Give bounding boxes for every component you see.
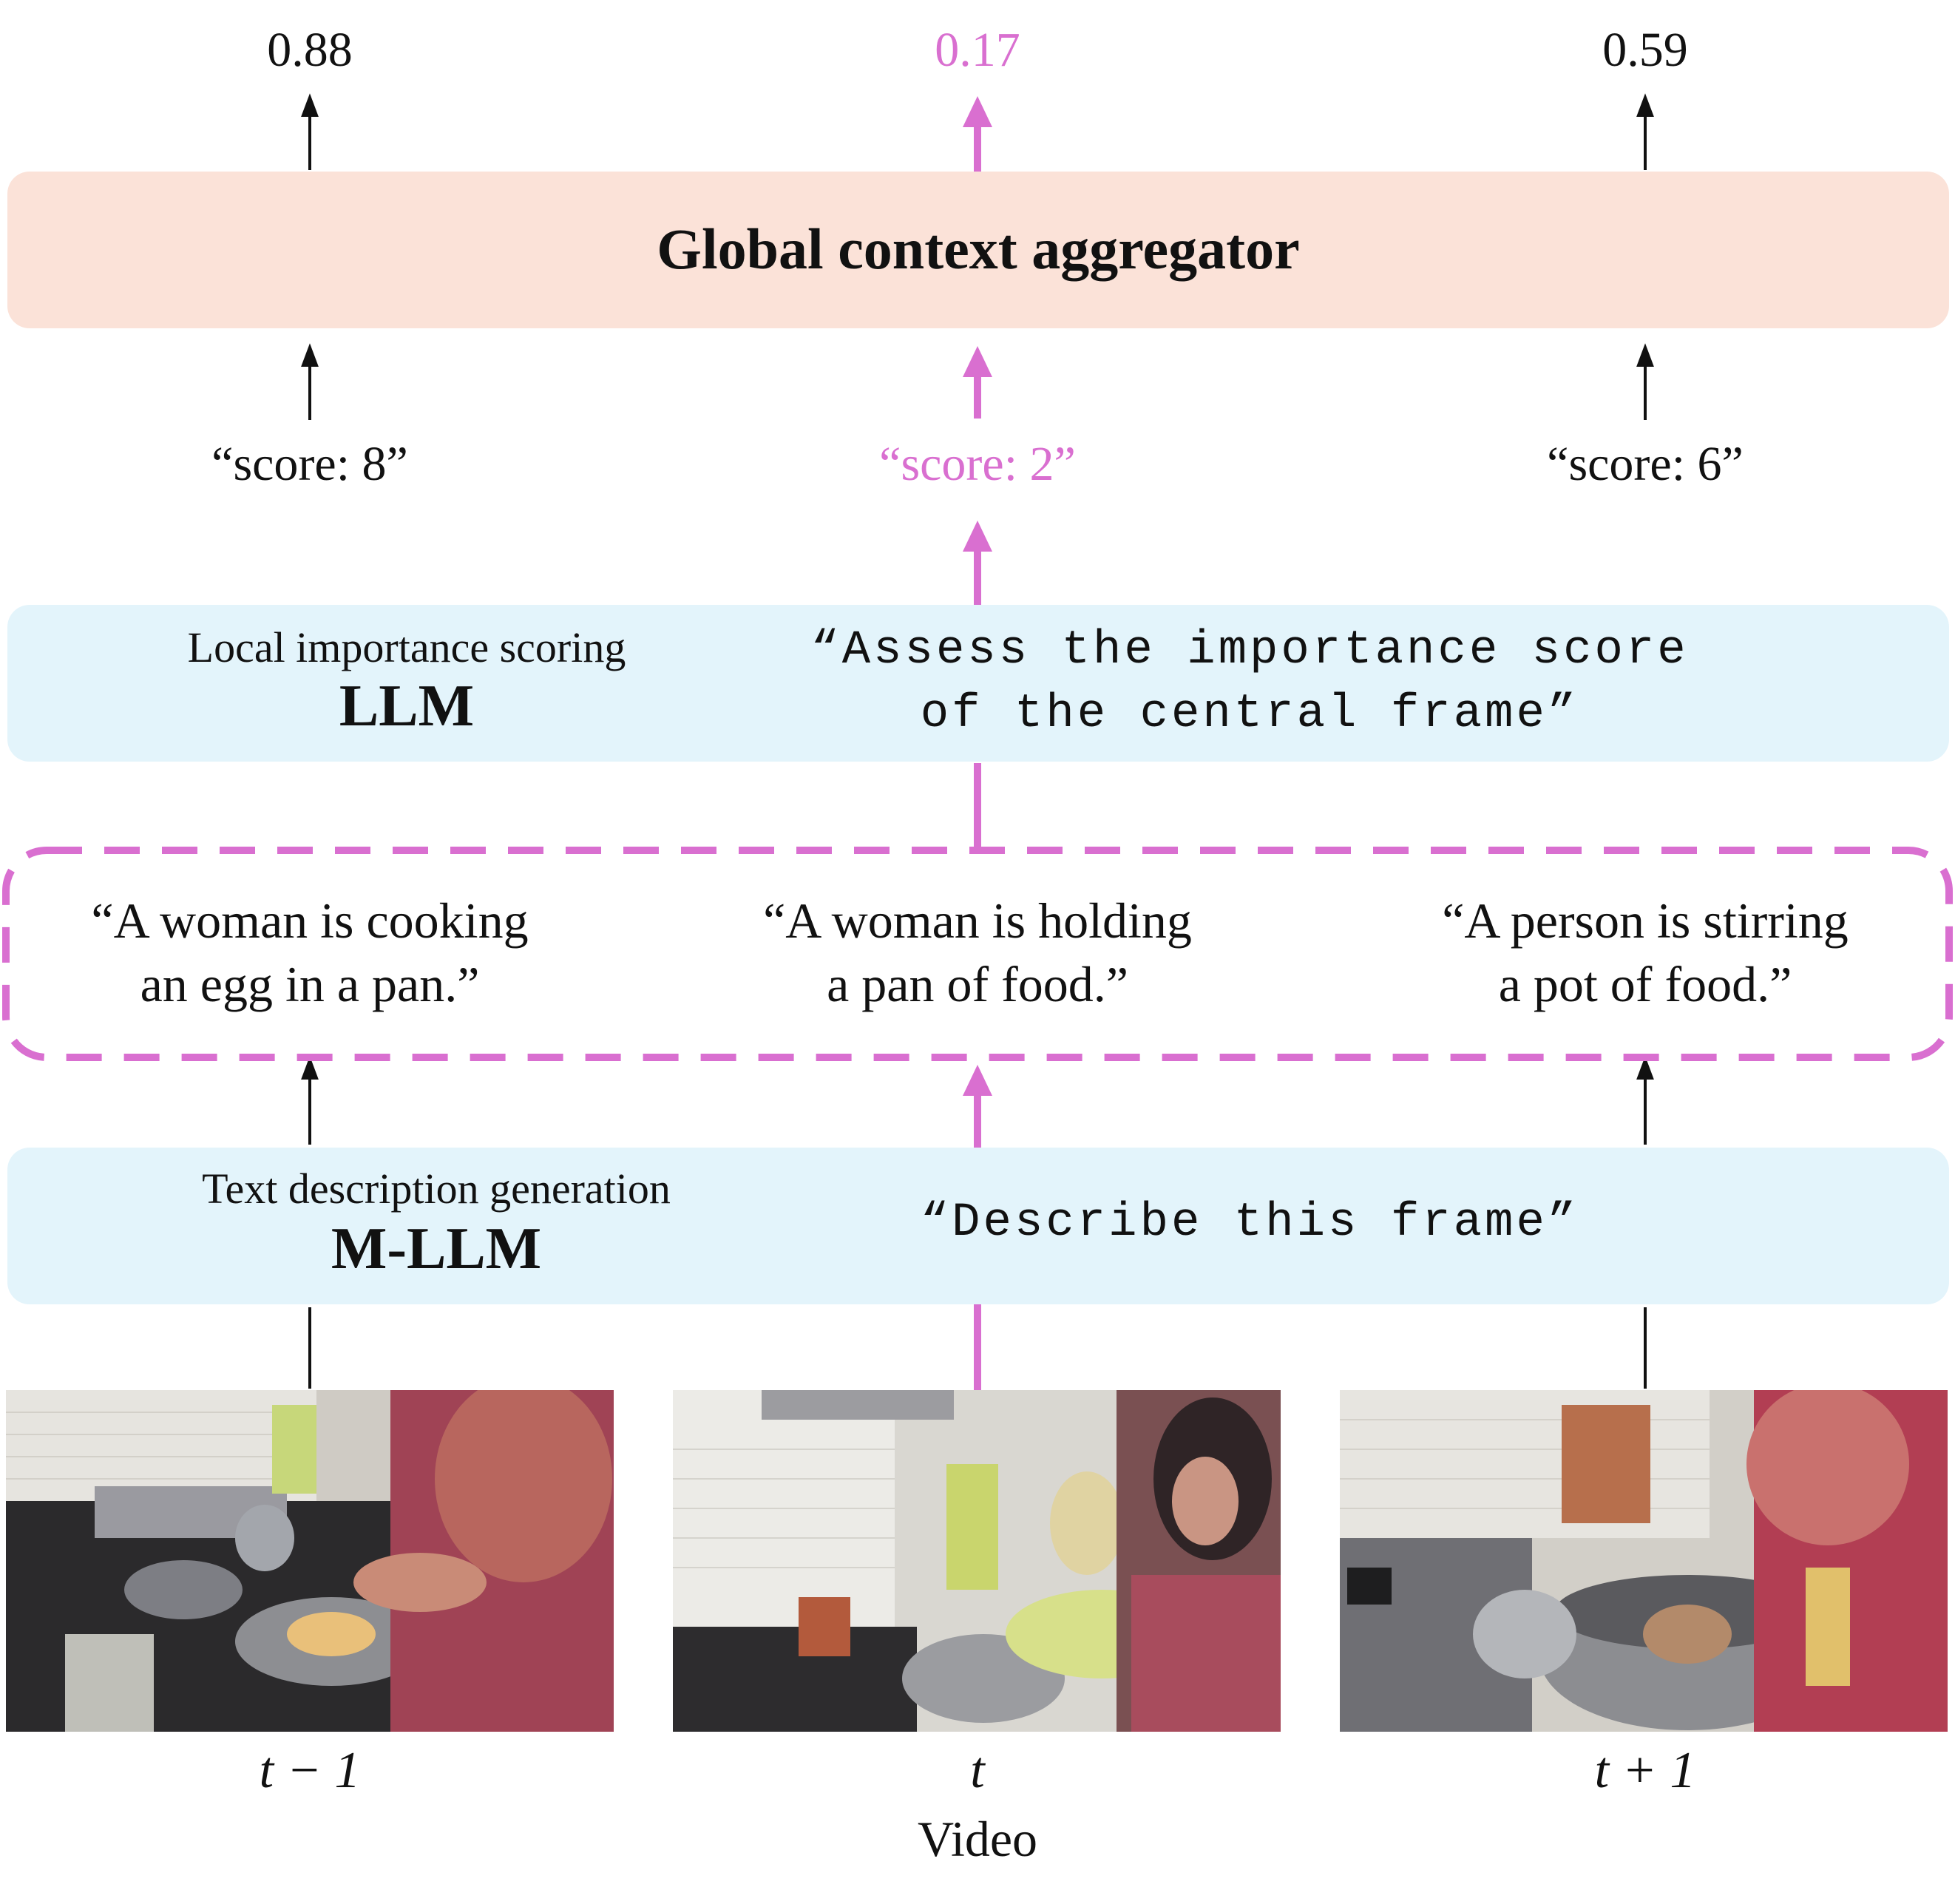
llm-score-center: “score: 2” — [879, 437, 1076, 491]
kitchen-frame-left-image — [6, 1390, 614, 1732]
description-left: “A woman is cooking an egg in a pan.” — [14, 889, 606, 1016]
llm-score-right: “score: 6” — [1547, 437, 1744, 491]
llm-prompt-line1: “Assess the importance score — [810, 624, 1689, 677]
kitchen-frame-center-image — [673, 1390, 1281, 1732]
llm-caption: Local importance scoring — [187, 623, 626, 671]
description-right-line1: “A person is stirring — [1442, 892, 1849, 949]
center-highlight-path — [963, 96, 992, 1392]
llm-scoring-box: Local importance scoring LLM “Assess the… — [7, 605, 1949, 762]
description-center-line2: a pan of food.” — [827, 956, 1128, 1012]
frame-label-left: t − 1 — [259, 1742, 361, 1799]
mllm-model-name: M-LLM — [331, 1216, 542, 1281]
llm-score-left: “score: 8” — [211, 437, 408, 491]
video-frame-right — [1340, 1390, 1948, 1732]
description-right: “A person is stirring a pot of food.” — [1349, 889, 1941, 1016]
output-score-center: 0.17 — [935, 23, 1020, 77]
kitchen-frame-right-image — [1340, 1390, 1948, 1732]
descriptions-dashed-frame — [2, 847, 1953, 1061]
output-score-right: 0.59 — [1602, 23, 1688, 77]
left-arrows — [301, 93, 319, 1389]
aggregator-label: Global context aggregator — [657, 217, 1300, 281]
description-left-line1: “A woman is cooking — [91, 892, 529, 949]
video-frame-left — [6, 1390, 614, 1732]
llm-model-name: LLM — [339, 674, 475, 739]
description-left-line2: an egg in a pan.” — [140, 956, 480, 1012]
mllm-description-box: Text description generation M-LLM “Descr… — [7, 1148, 1949, 1304]
video-frame-center — [673, 1390, 1281, 1732]
video-label: Video — [917, 1811, 1038, 1867]
mllm-caption: Text description generation — [202, 1165, 671, 1213]
description-right-line2: a pot of food.” — [1498, 956, 1792, 1012]
output-score-left: 0.88 — [267, 23, 353, 77]
frame-label-right: t + 1 — [1594, 1742, 1696, 1799]
frame-label-center: t — [970, 1742, 985, 1799]
global-context-aggregator: Global context aggregator — [7, 172, 1949, 328]
description-center: “A woman is holding a pan of food.” — [682, 889, 1273, 1016]
llm-prompt-line2: of the central frame” — [920, 688, 1579, 741]
mllm-prompt: “Describe this frame” — [920, 1196, 1579, 1250]
right-arrows — [1636, 93, 1654, 1389]
description-center-line1: “A woman is holding — [763, 892, 1192, 949]
